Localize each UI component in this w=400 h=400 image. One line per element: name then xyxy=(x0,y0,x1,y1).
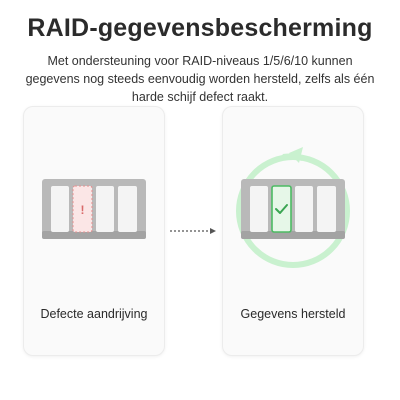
failed-drive-card: ! Defecte aandrijving xyxy=(23,106,165,356)
page-subtitle: Met ondersteuning voor RAID-niveaus 1/5/… xyxy=(25,54,375,104)
failed-drive-label: Defecte aandrijving xyxy=(40,307,148,321)
dashed-arrow-icon xyxy=(170,228,216,234)
recovered-label: Gegevens hersteld xyxy=(240,307,346,321)
drive-bay-failed xyxy=(72,185,93,233)
drive-bay-1 xyxy=(250,186,268,232)
recovery-ring-icon xyxy=(236,147,350,268)
page-title: RAID-gegevensbescherming xyxy=(27,14,373,42)
drive-bay-4 xyxy=(317,186,336,232)
checkmark-icon xyxy=(275,204,288,214)
drive-bay-1 xyxy=(51,186,69,232)
exclamation-icon: ! xyxy=(81,203,85,217)
recovered-card: Gegevens hersteld xyxy=(222,106,364,356)
drive-bay-3 xyxy=(96,186,114,232)
raid-array-recovered xyxy=(241,179,345,239)
raid-array-failed: ! xyxy=(42,179,146,239)
drive-bay-recovered xyxy=(271,185,292,233)
drive-bay-4 xyxy=(118,186,137,232)
drive-bay-3 xyxy=(295,186,313,232)
